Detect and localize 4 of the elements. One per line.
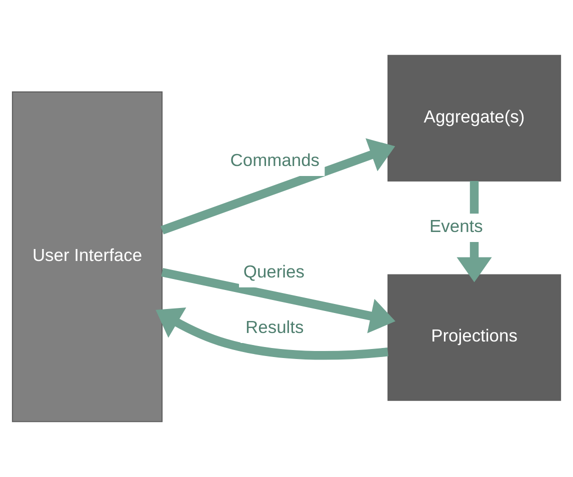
edge-label: Events: [430, 216, 483, 236]
edge-label: Commands: [230, 150, 320, 170]
edge-label: Queries: [243, 261, 305, 282]
edge-label: Results: [246, 316, 304, 337]
